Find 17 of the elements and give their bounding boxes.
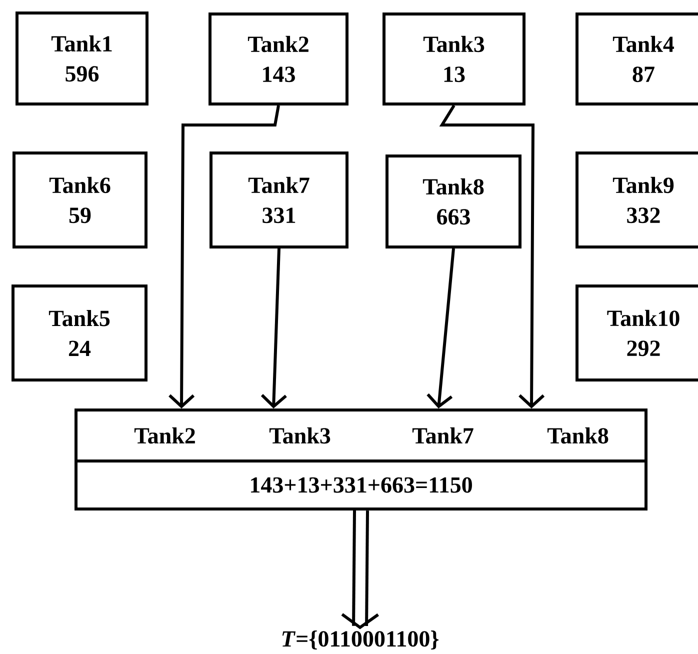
tank-box: Tank8 663: [386, 154, 522, 248]
tank-box: Tank3 13: [382, 12, 526, 106]
arrow: [341, 510, 379, 630]
tank-box: Tank9 332: [576, 152, 698, 248]
arrow: [426, 248, 455, 408]
result-table: Tank2 Tank3 Tank7 Tank8 143+13+331+663=1150: [74, 408, 648, 510]
arrow: [260, 248, 287, 408]
tank-box: Tank1 596: [16, 12, 148, 106]
tank-box: Tank7 331: [210, 152, 348, 248]
tank-box: Tank2 143: [208, 12, 348, 106]
tank-box: Tank5 24: [12, 284, 148, 382]
result-formula: T={0110001100}: [282, 630, 439, 650]
tank-box: Tank10 292: [576, 284, 698, 382]
arrow: [439, 104, 545, 408]
arrow: [168, 105, 280, 408]
tank-box: Tank4 87: [576, 12, 698, 106]
tank-box: Tank6 59: [12, 152, 148, 248]
